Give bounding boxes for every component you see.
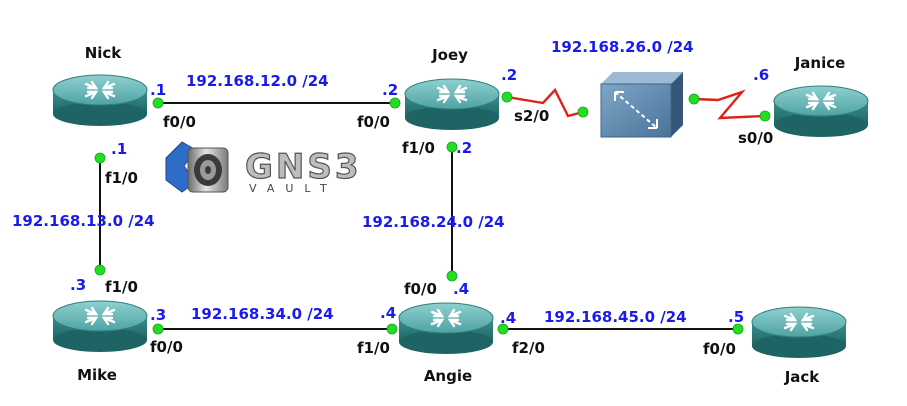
- host-nick-12: .1: [150, 81, 166, 99]
- router-janice[interactable]: [772, 84, 870, 139]
- port-dot-angie-f00: [446, 270, 458, 282]
- host-joey-12: .2: [382, 81, 398, 99]
- host-nick-13: .1: [111, 140, 127, 158]
- host-angie-24: .4: [453, 280, 469, 298]
- link-frswitch-janice-serial: [693, 89, 766, 120]
- port-dot-mike-f10: [94, 264, 106, 276]
- host-joey-24: .2: [456, 139, 472, 157]
- router-icon: [750, 305, 848, 360]
- logo-brand-text: GNS3: [245, 147, 362, 187]
- port-dot-nick-f00: [152, 97, 164, 109]
- router-mike[interactable]: [51, 299, 149, 354]
- iface-angie-f20: f2/0: [512, 339, 545, 357]
- router-joey[interactable]: [403, 77, 501, 132]
- port-dot-joey-f10: [446, 141, 458, 153]
- iface-angie-f00: f0/0: [404, 280, 437, 298]
- port-dot-joey-s20: [501, 91, 513, 103]
- host-angie-45: .4: [500, 309, 516, 327]
- iface-angie-f10: f1/0: [357, 339, 390, 357]
- router-icon: [772, 84, 870, 139]
- host-jack-45: .5: [728, 308, 744, 326]
- port-dot-frsw-1: [577, 106, 589, 118]
- router-name-mike: Mike: [77, 366, 117, 384]
- port-dot-janice-s00: [759, 110, 771, 122]
- vault-door-icon: [165, 141, 229, 193]
- router-name-janice: Janice: [794, 54, 846, 72]
- host-mike-13: .3: [70, 276, 86, 294]
- port-dot-angie-f20: [497, 323, 509, 335]
- host-joey-26: .2: [501, 66, 517, 84]
- router-icon: [403, 77, 501, 132]
- frame-relay-switch-icon[interactable]: [600, 72, 683, 138]
- port-dot-jack-f00: [732, 323, 744, 335]
- network-label-24: 192.168.24.0 /24: [362, 213, 505, 231]
- router-icon: [51, 299, 149, 354]
- router-name-joey: Joey: [431, 46, 468, 64]
- router-name-jack: Jack: [784, 368, 821, 386]
- router-name-angie: Angie: [424, 367, 472, 385]
- network-label-13: 192.168.13.0 /24: [12, 212, 155, 230]
- iface-nick-f00: f0/0: [163, 113, 196, 131]
- network-label-45: 192.168.45.0 /24: [544, 308, 687, 326]
- iface-joey-s20: s2/0: [514, 107, 549, 125]
- iface-nick-f10: f1/0: [105, 169, 138, 187]
- iface-mike-f10: f1/0: [105, 278, 138, 296]
- gns3-vault-logo: GNS3 VAULT: [165, 141, 362, 195]
- router-icon: [51, 73, 149, 128]
- port-dot-mike-f00: [152, 323, 164, 335]
- port-dot-nick-f10: [94, 152, 106, 164]
- iface-jack-f00: f0/0: [703, 340, 736, 358]
- network-label-26: 192.168.26.0 /24: [551, 38, 694, 56]
- host-janice-26: .6: [753, 66, 769, 84]
- iface-mike-f00: f0/0: [150, 338, 183, 356]
- router-nick[interactable]: [51, 73, 149, 128]
- router-angie[interactable]: [397, 301, 495, 356]
- router-jack[interactable]: [750, 305, 848, 360]
- iface-joey-f00: f0/0: [357, 113, 390, 131]
- port-dot-frsw-2: [688, 93, 700, 105]
- network-label-12: 192.168.12.0 /24: [186, 72, 329, 90]
- iface-joey-f10: f1/0: [402, 139, 435, 157]
- iface-janice-s00: s0/0: [738, 129, 773, 147]
- port-dot-joey-f00: [389, 97, 401, 109]
- router-icon: [397, 301, 495, 356]
- router-name-nick: Nick: [85, 44, 123, 62]
- network-label-34: 192.168.34.0 /24: [191, 305, 334, 323]
- host-angie-34: .4: [380, 304, 396, 322]
- logo-tagline-text: VAULT: [249, 182, 338, 195]
- port-dot-angie-f10: [386, 323, 398, 335]
- host-mike-34: .3: [150, 306, 166, 324]
- link-joey-frswitch-serial: [506, 87, 584, 118]
- port-dots: [94, 91, 771, 335]
